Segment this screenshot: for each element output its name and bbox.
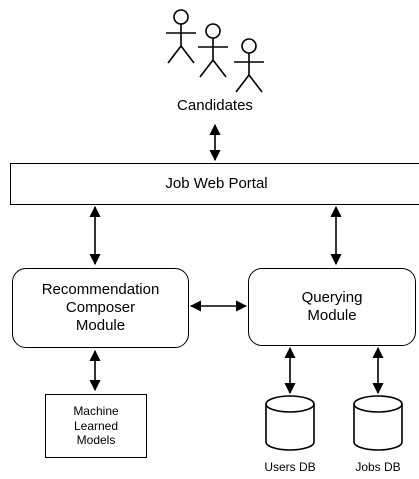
recommendation-composer-module: Recommendation Composer Module bbox=[12, 268, 189, 348]
models-line1: Machine bbox=[73, 404, 119, 419]
database-icon bbox=[353, 395, 403, 451]
stick-figure-icon bbox=[234, 38, 264, 93]
stick-figure-icon bbox=[198, 23, 228, 78]
querying-line1: Querying bbox=[301, 289, 363, 306]
querying-line2: Module bbox=[307, 307, 357, 324]
querying-module: Querying Module bbox=[248, 268, 416, 346]
recommendation-line3: Module bbox=[75, 317, 126, 334]
users-db-label: Users DB bbox=[264, 460, 316, 474]
models-line3: Models bbox=[76, 433, 116, 448]
database-icon bbox=[265, 395, 315, 451]
machine-learned-models-box: Machine Learned Models bbox=[45, 394, 147, 458]
recommendation-line2: Composer bbox=[65, 299, 136, 316]
models-line2: Learned bbox=[73, 418, 119, 433]
job-web-portal-label: Job Web Portal bbox=[165, 175, 268, 192]
job-web-portal-box: Job Web Portal bbox=[10, 163, 419, 205]
stick-figure-icon bbox=[166, 9, 196, 64]
jobs-db-label: Jobs DB bbox=[355, 460, 401, 474]
candidates-label: Candidates bbox=[177, 97, 253, 114]
recommendation-line1: Recommendation bbox=[41, 281, 160, 298]
